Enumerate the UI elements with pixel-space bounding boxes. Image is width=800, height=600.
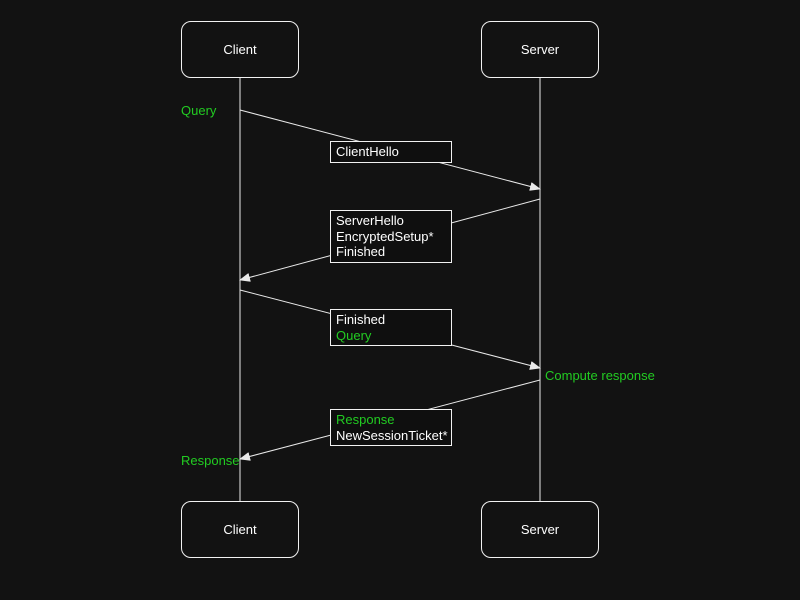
annotation-query: Query <box>181 103 217 118</box>
message-box-client-hello: ClientHello <box>330 141 452 163</box>
actor-server-top: Server <box>481 21 599 78</box>
message-text: Finished <box>336 312 386 327</box>
actor-client-bottom: Client <box>181 501 299 558</box>
actor-server-top-label: Server <box>520 42 560 57</box>
message-text: Finished <box>336 244 386 259</box>
annotation-response: Response <box>181 453 240 468</box>
actor-client-top-label: Client <box>223 42 257 57</box>
message-box-response-ticket: Response NewSessionTicket* <box>330 409 452 446</box>
message-box-server-hello: ServerHello EncryptedSetup* Finished <box>330 210 452 263</box>
actor-client-top: Client <box>181 21 299 78</box>
actor-server-bottom: Server <box>481 501 599 558</box>
message-text: ClientHello <box>336 144 399 159</box>
message-text: NewSessionTicket* <box>336 427 448 443</box>
message-text: Query <box>336 327 372 343</box>
message-text: Response <box>336 412 395 427</box>
message-box-finished-query: Finished Query <box>330 309 452 346</box>
annotation-compute-response: Compute response <box>545 368 655 383</box>
actor-client-bottom-label: Client <box>223 522 257 537</box>
actor-server-bottom-label: Server <box>520 522 560 537</box>
message-text: ServerHello <box>336 213 404 228</box>
message-text: EncryptedSetup* <box>336 228 434 244</box>
